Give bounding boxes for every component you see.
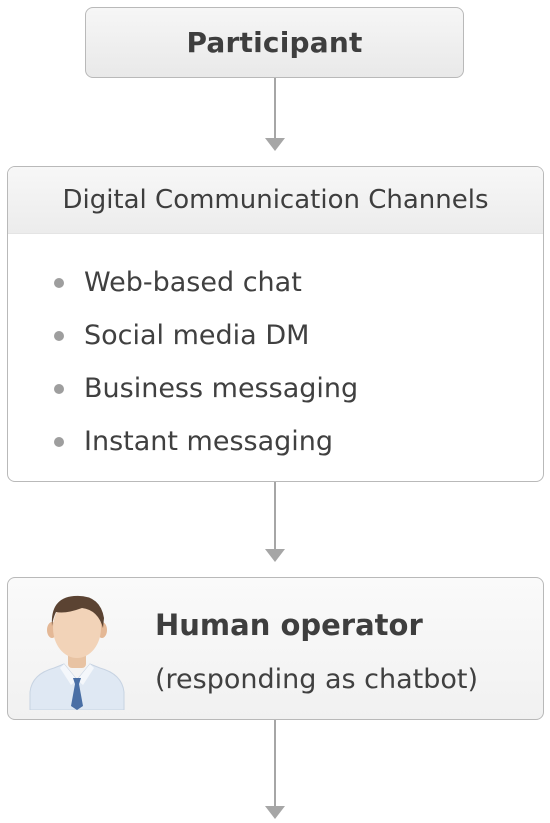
bullet-icon (54, 436, 64, 447)
operator-title: Human operator (155, 608, 423, 642)
arrow-channels-to-operator (265, 482, 285, 562)
channel-list: Web-based chat Social media DM Business … (8, 234, 543, 468)
channel-label: Web-based chat (84, 267, 302, 298)
bullet-icon (54, 383, 64, 394)
person-avatar-icon (29, 595, 125, 710)
bullet-icon (54, 330, 64, 341)
list-item: Web-based chat (54, 256, 543, 309)
list-item: Social media DM (54, 309, 543, 362)
participant-box: Participant (85, 7, 464, 78)
list-item: Business messaging (54, 362, 543, 415)
channels-title: Digital Communication Channels (62, 185, 489, 215)
arrow-operator-down (265, 720, 285, 819)
channel-label: Instant messaging (84, 426, 334, 457)
channels-header: Digital Communication Channels (8, 167, 543, 234)
participant-label: Participant (186, 26, 363, 59)
channel-label: Social media DM (84, 320, 310, 351)
arrow-participant-to-channels (265, 78, 285, 151)
list-item: Instant messaging (54, 415, 543, 468)
bullet-icon (54, 277, 64, 288)
operator-subtitle: (responding as chatbot) (155, 664, 479, 695)
operator-box: Human operator (responding as chatbot) (7, 577, 544, 720)
channels-box: Digital Communication Channels Web-based… (7, 166, 544, 482)
channel-label: Business messaging (84, 373, 359, 404)
